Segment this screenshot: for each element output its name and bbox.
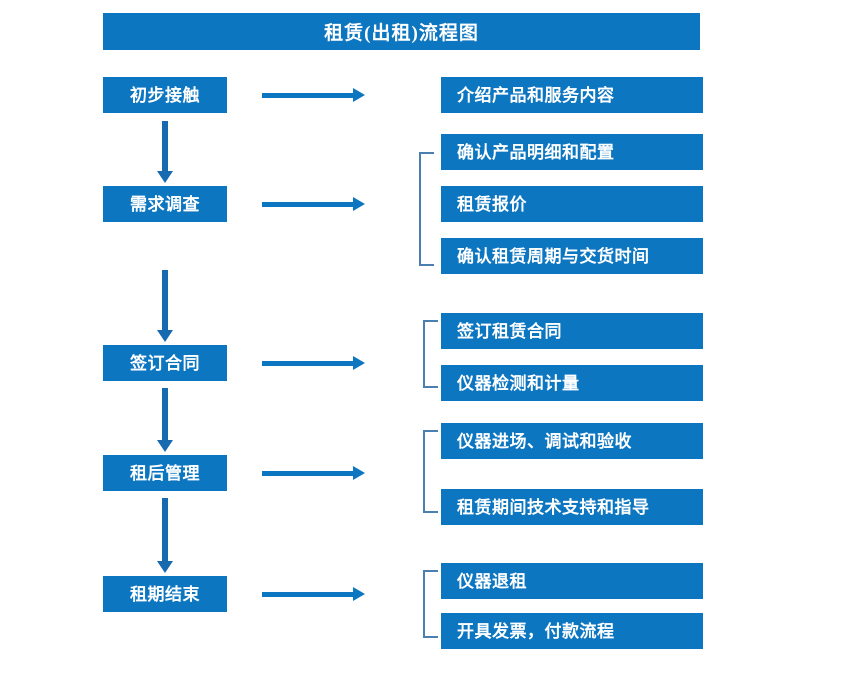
arrow-shaft: [262, 361, 354, 366]
right-arrow-icon-2: [262, 197, 365, 211]
group-bracket-1: [419, 152, 434, 266]
stage-box-2[interactable]: 需求调查: [103, 186, 227, 222]
arrow-shaft: [262, 93, 354, 98]
stage-box-4[interactable]: 租后管理: [103, 455, 227, 491]
arrow-head: [157, 440, 173, 452]
detail-box-5-1[interactable]: 仪器退租: [441, 563, 703, 599]
detail-box-2-2[interactable]: 租赁报价: [441, 186, 703, 222]
arrow-head: [353, 197, 365, 211]
right-arrow-icon-3: [262, 356, 365, 370]
detail-box-1-1[interactable]: 介绍产品和服务内容: [441, 77, 703, 113]
detail-box-4-2[interactable]: 租赁期间技术支持和指导: [441, 489, 703, 525]
arrow-head: [353, 466, 365, 480]
arrow-shaft: [162, 121, 168, 172]
stage-box-1[interactable]: 初步接触: [103, 77, 227, 113]
stage-box-5[interactable]: 租期结束: [103, 576, 227, 612]
arrow-head: [353, 356, 365, 370]
right-arrow-icon-5: [262, 587, 365, 601]
arrow-head: [157, 330, 173, 342]
detail-box-4-1[interactable]: 仪器进场、调试和验收: [441, 423, 703, 459]
down-arrow-icon-1: [157, 121, 173, 183]
detail-box-5-2[interactable]: 开具发票，付款流程: [441, 613, 703, 649]
detail-box-3-2[interactable]: 仪器检测和计量: [441, 365, 703, 401]
stage-box-3[interactable]: 签订合同: [103, 345, 227, 381]
arrow-shaft: [262, 592, 354, 597]
arrow-head: [157, 561, 173, 573]
detail-box-2-1[interactable]: 确认产品明细和配置: [441, 134, 703, 170]
down-arrow-icon-2: [157, 270, 173, 342]
down-arrow-icon-3: [157, 388, 173, 452]
arrow-shaft: [162, 388, 168, 441]
detail-box-2-3[interactable]: 确认租赁周期与交货时间: [441, 238, 703, 274]
arrow-head: [157, 171, 173, 183]
arrow-shaft: [262, 471, 354, 476]
group-bracket-3: [423, 430, 438, 513]
page-title: 租赁(出租)流程图: [103, 13, 700, 50]
group-bracket-4: [423, 570, 438, 638]
arrow-shaft: [262, 202, 354, 207]
arrow-shaft: [162, 498, 168, 562]
group-bracket-2: [423, 320, 438, 388]
arrow-head: [353, 88, 365, 102]
right-arrow-icon-1: [262, 88, 365, 102]
arrow-head: [353, 587, 365, 601]
down-arrow-icon-4: [157, 498, 173, 573]
arrow-shaft: [162, 270, 168, 331]
right-arrow-icon-4: [262, 466, 365, 480]
detail-box-3-1[interactable]: 签订租赁合同: [441, 313, 703, 349]
